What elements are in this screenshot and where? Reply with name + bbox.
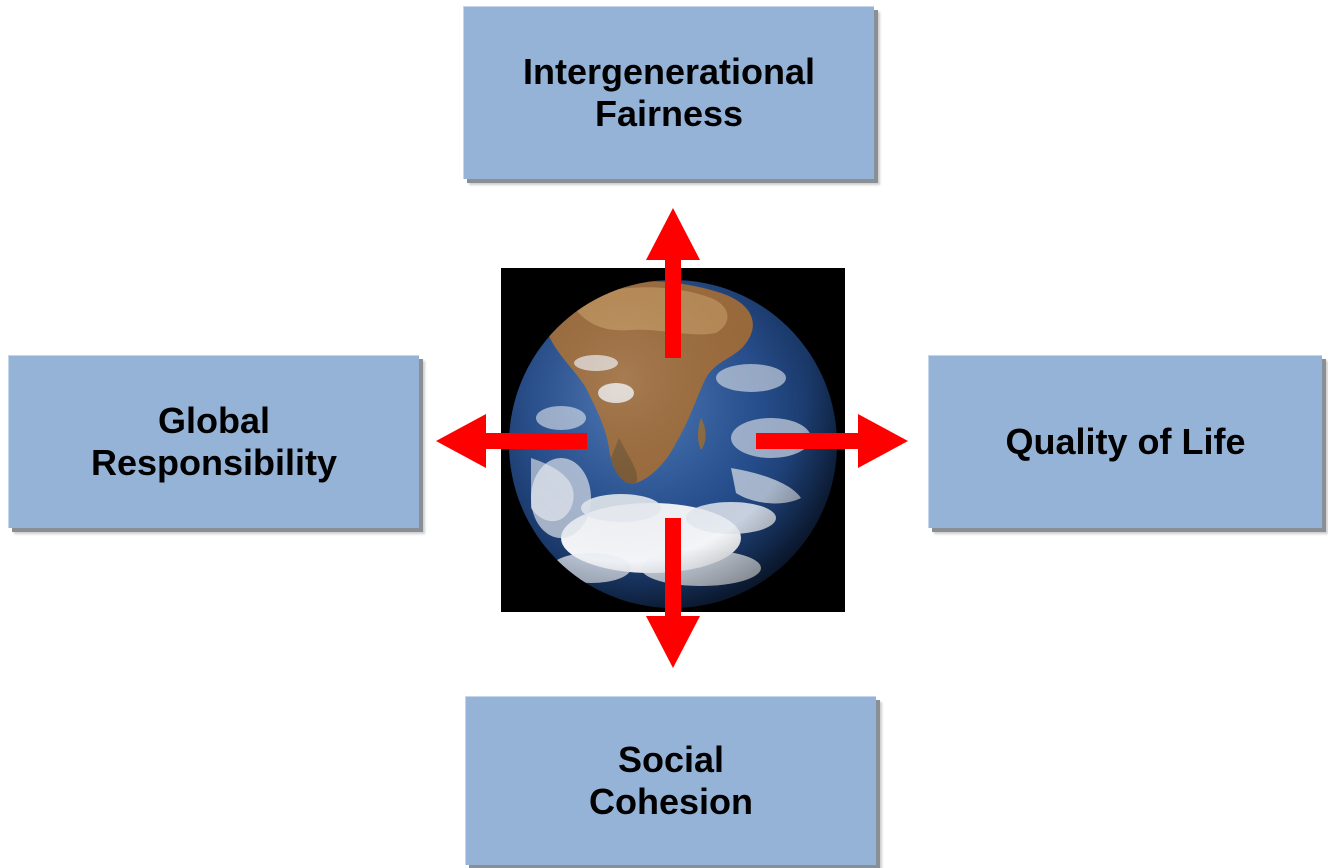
node-label-line: Fairness: [594, 93, 744, 134]
node-label-line: Intergenerational: [522, 51, 816, 92]
node-label-line: Global: [157, 400, 270, 441]
node-intergenerational-fairness: Intergenerational Fairness: [463, 6, 874, 179]
earth-globe-icon: [509, 280, 837, 608]
node-label-line: Quality of Life: [1005, 421, 1246, 462]
node-social-cohesion: Social Cohesion: [465, 696, 876, 865]
node-label-line: Responsibility: [90, 442, 338, 483]
earth-image: [501, 268, 845, 612]
node-label-line: Social: [617, 739, 725, 780]
node-label-line: Cohesion: [588, 781, 753, 822]
node-quality-of-life: Quality of Life: [928, 355, 1322, 528]
node-global-responsibility: Global Responsibility: [8, 355, 419, 528]
